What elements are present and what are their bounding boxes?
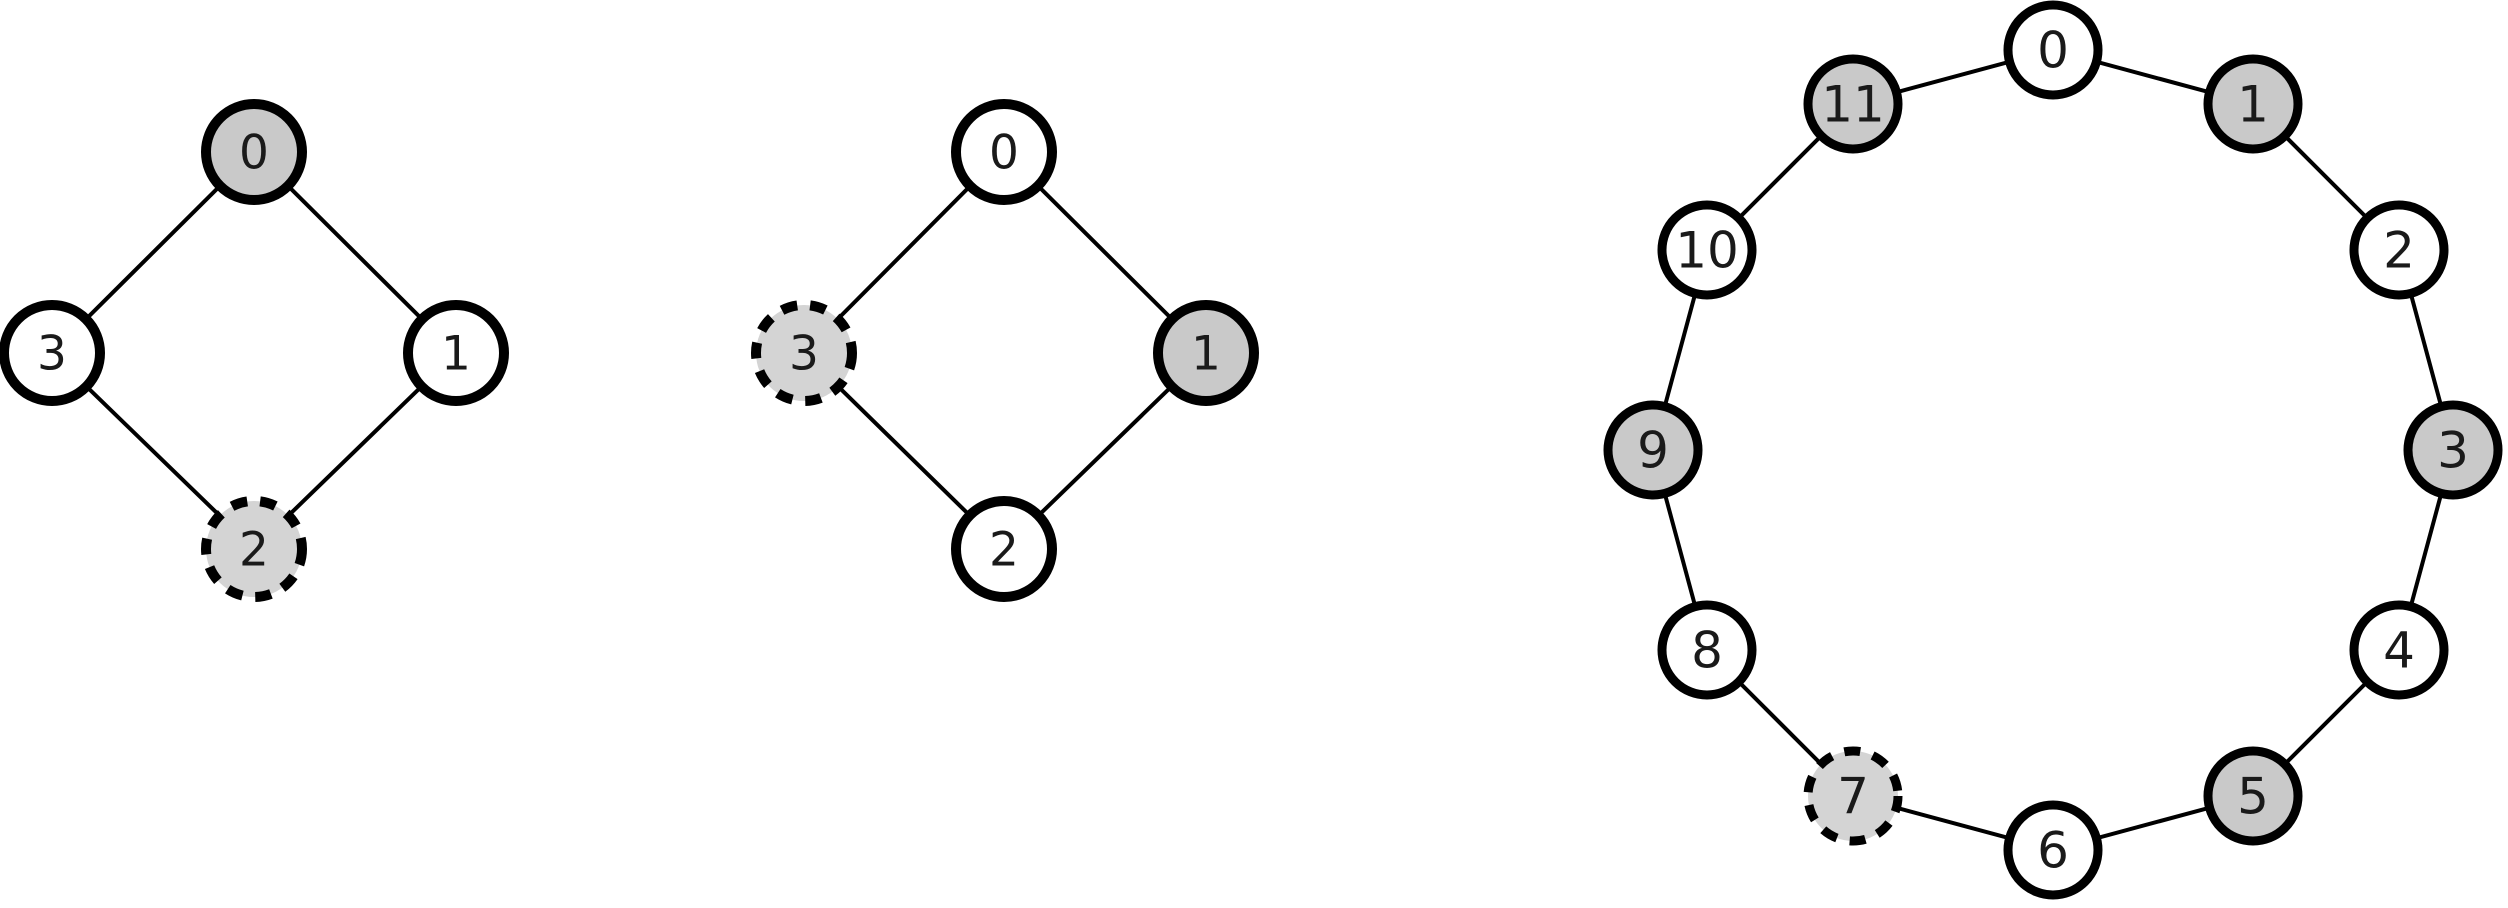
node-circle-solid (2003, 800, 2103, 900)
cycle-graph-right-node-4: 4 (2349, 600, 2449, 700)
node-label: 2 (989, 522, 1019, 577)
diamond-graph-left: 0 1 2 3 (0, 99, 509, 602)
node-circle-solid (1657, 200, 1757, 300)
node-circle-solid (2203, 746, 2303, 846)
node-circle-solid (201, 99, 307, 205)
diamond-graph-middle-node-1: 1 (1153, 300, 1259, 406)
cycle-graph-right-node-10: 10 (1657, 200, 1757, 300)
diamond-graph-middle: 0 1 2 3 (751, 99, 1259, 602)
node-label: 2 (239, 522, 269, 577)
node-circle-solid (1657, 600, 1757, 700)
node-label: 0 (989, 125, 1019, 180)
node-circle-solid (951, 99, 1057, 205)
diamond-graph-left-node-1: 1 (403, 300, 509, 406)
node-circle-solid (2003, 0, 2103, 100)
node-circle-solid (1803, 54, 1903, 154)
node-label: 6 (2037, 822, 2069, 880)
cycle-graph-right: 0 1 2 3 4 5 6 7 8 9 10 11 (1603, 0, 2503, 900)
node-circle-solid (403, 300, 509, 406)
node-label: 3 (789, 326, 819, 381)
cycle-graph-right-node-6: 6 (2003, 800, 2103, 900)
node-circle-solid (1603, 400, 1703, 500)
cycle-graph-right-node-8: 8 (1657, 600, 1757, 700)
cycle-graph-right-node-0: 0 (2003, 0, 2103, 100)
node-label: 0 (239, 125, 269, 180)
node-label: 4 (2383, 622, 2415, 680)
node-circle-solid (2349, 600, 2449, 700)
diamond-graph-middle-node-2: 2 (951, 496, 1057, 602)
node-circle-solid (0, 300, 105, 406)
node-label: 5 (2237, 768, 2269, 826)
node-label: 1 (441, 326, 471, 381)
node-label: 9 (1637, 422, 1669, 480)
cycle-graph-right-node-11: 11 (1803, 54, 1903, 154)
node-circle-dashed (1803, 746, 1903, 846)
node-label: 11 (1821, 76, 1885, 134)
node-circle-solid (951, 496, 1057, 602)
node-label: 1 (2237, 76, 2269, 134)
cycle-graph-right-node-1: 1 (2203, 54, 2303, 154)
node-label: 7 (1837, 768, 1869, 826)
diamond-graph-middle-node-0: 0 (951, 99, 1057, 205)
node-label: 0 (2037, 22, 2069, 80)
node-label: 8 (1691, 622, 1723, 680)
cycle-graph-right-node-5: 5 (2203, 746, 2303, 846)
node-label: 2 (2383, 222, 2415, 280)
node-label: 1 (1191, 326, 1221, 381)
node-label: 3 (2437, 422, 2469, 480)
diamond-graph-left-node-2: 2 (201, 496, 307, 602)
node-circle-solid (2203, 54, 2303, 154)
node-circle-solid (2349, 200, 2449, 300)
diamond-graph-left-node-3: 3 (0, 300, 105, 406)
cycle-graph-right-node-9: 9 (1603, 400, 1703, 500)
node-circle-solid (2403, 400, 2503, 500)
node-circle-solid (1153, 300, 1259, 406)
diamond-graph-left-node-0: 0 (201, 99, 307, 205)
cycle-graph-right-node-3: 3 (2403, 400, 2503, 500)
cycle-graph-right-node-2: 2 (2349, 200, 2449, 300)
node-circle-dashed (751, 300, 857, 406)
cycle-graph-right-node-7: 7 (1803, 746, 1903, 846)
node-circle-dashed (201, 496, 307, 602)
diamond-graph-middle-node-3: 3 (751, 300, 857, 406)
node-label: 3 (37, 326, 67, 381)
node-label: 10 (1675, 222, 1739, 280)
